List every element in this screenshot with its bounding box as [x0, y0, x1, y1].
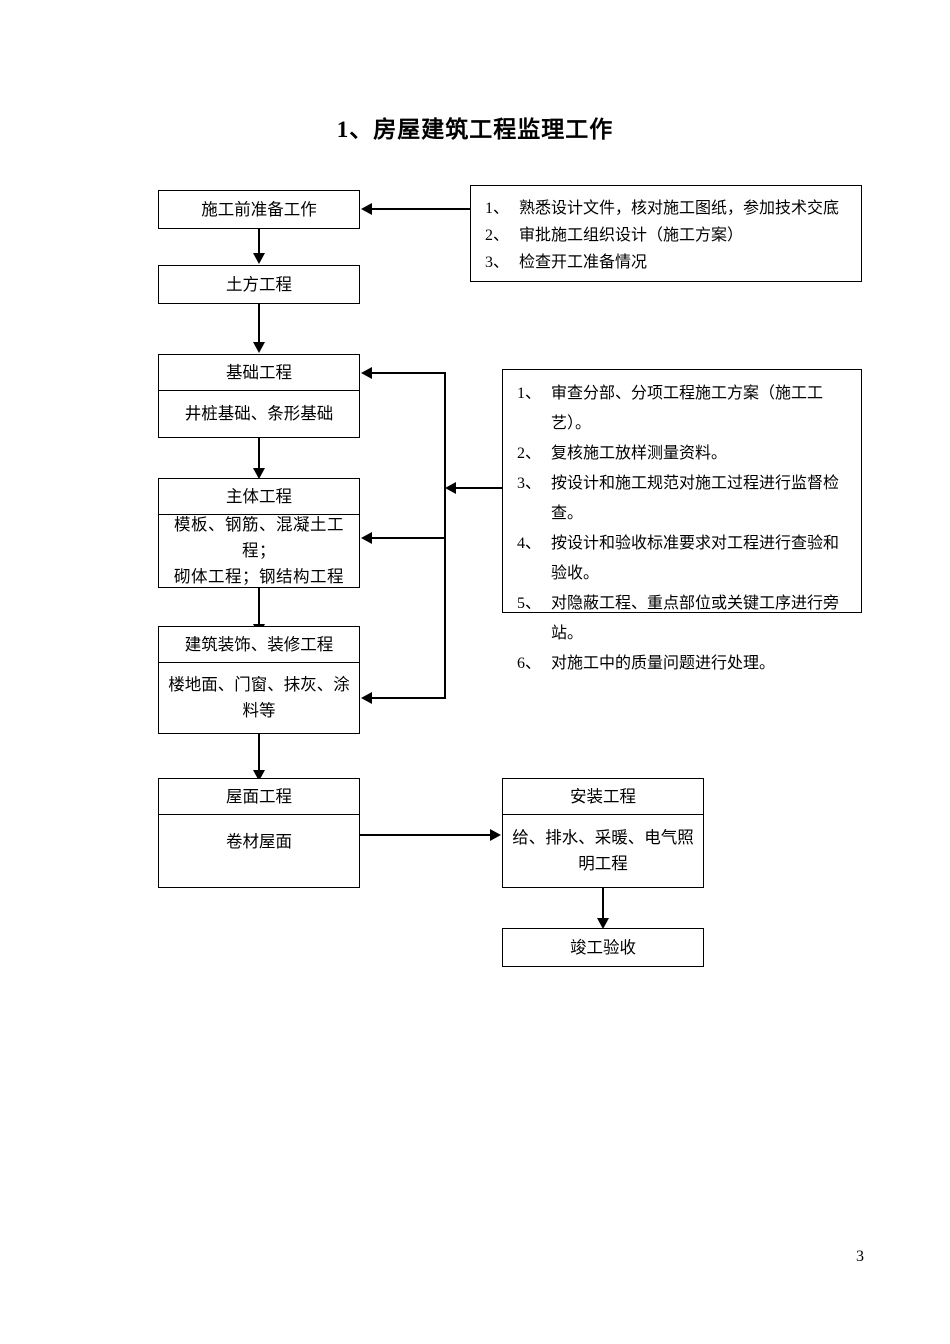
arrowhead-decoration-to-roofing	[253, 770, 265, 781]
arrowhead-foundation-to-main	[253, 468, 265, 479]
flow-box-earthwork-label: 土方工程	[226, 274, 292, 294]
connector-trunk-to-main-structure	[372, 537, 446, 539]
note-item: 1、 审查分部、分项工程施工方案（施工工艺）。	[517, 379, 849, 439]
connector-note-to-preparation	[372, 208, 470, 210]
flow-box-roofing-body: 卷材屋面	[226, 832, 292, 851]
flow-box-installation-head: 安装工程	[503, 779, 703, 815]
connector-earthwork-to-foundation	[258, 304, 260, 344]
flow-box-roofing-head: 屋面工程	[159, 779, 359, 815]
page-number: 3	[856, 1248, 864, 1265]
flow-box-decoration-head: 建筑装饰、装修工程	[159, 627, 359, 663]
flow-box-roofing: 屋面工程 卷材屋面	[158, 778, 360, 888]
note-item-number: 1、	[517, 385, 542, 402]
note-item-text: 按设计和施工规范对施工过程进行监督检查。	[551, 475, 840, 522]
flow-box-preparation: 施工前准备工作	[158, 190, 360, 229]
connector-trunk-to-foundation	[372, 372, 446, 374]
note-item-text: 审批施工组织设计（施工方案）	[519, 227, 744, 244]
note-item-text: 熟悉设计文件，核对施工图纸，参加技术交底	[519, 200, 840, 217]
flow-box-installation-body: 给、排水、采暖、电气照明工程	[512, 828, 694, 873]
note-item: 1、 熟悉设计文件，核对施工图纸，参加技术交底	[485, 195, 849, 222]
note-item: 2、 复核施工放样测量资料。	[517, 439, 849, 469]
flow-box-preparation-label: 施工前准备工作	[201, 199, 317, 219]
note-item-number: 1、	[485, 200, 510, 217]
note-item-text: 对隐蔽工程、重点部位或关键工序进行旁站。	[551, 595, 840, 642]
flow-box-foundation-body: 井桩基础、条形基础	[184, 404, 334, 423]
note-item-number: 6、	[517, 655, 542, 672]
flow-box-earthwork: 土方工程	[158, 265, 360, 304]
connector-roofing-to-installation	[360, 834, 492, 836]
note-item-text: 审查分部、分项工程施工方案（施工工艺）。	[551, 385, 824, 432]
arrowhead-trunk-to-main-structure	[361, 532, 372, 544]
connector-installation-to-acceptance	[602, 888, 604, 920]
note-item: 5、 对隐蔽工程、重点部位或关键工序进行旁站。	[517, 589, 849, 649]
arrowhead-trunk-to-foundation	[361, 367, 372, 379]
arrowhead-trunk-to-decoration	[361, 692, 372, 704]
flow-box-decoration: 建筑装饰、装修工程 楼地面、门窗、抹灰、涂料等	[158, 626, 360, 734]
note-item: 3、 按设计和施工规范对施工过程进行监督检查。	[517, 469, 849, 529]
arrowhead-note-to-preparation	[361, 203, 372, 215]
arrowhead-earthwork-to-foundation	[253, 342, 265, 353]
flow-box-decoration-body: 楼地面、门窗、抹灰、涂料等	[168, 675, 350, 720]
note-item: 3、 检查开工准备情况	[485, 249, 849, 276]
connector-main-to-decoration	[258, 588, 260, 626]
note-item-number: 2、	[485, 227, 510, 244]
connector-decoration-to-roofing	[258, 734, 260, 772]
flow-box-acceptance: 竣工验收	[502, 928, 704, 967]
note-item-number: 4、	[517, 535, 542, 552]
flow-box-acceptance-label: 竣工验收	[570, 937, 636, 957]
arrowhead-roofing-to-installation	[490, 829, 501, 841]
connector-trunk-to-decoration	[372, 697, 446, 699]
connector-prep-to-earthwork	[258, 229, 260, 255]
note-item: 2、 审批施工组织设计（施工方案）	[485, 222, 849, 249]
arrowhead-installation-to-acceptance	[597, 918, 609, 929]
note-item-text: 按设计和验收标准要求对工程进行查验和验收。	[551, 535, 840, 582]
arrowhead-prep-to-earthwork	[253, 253, 265, 264]
note-item: 4、 按设计和验收标准要求对工程进行查验和验收。	[517, 529, 849, 589]
arrowhead-note-supervision-trunk	[445, 482, 456, 494]
flow-box-main-structure-head: 主体工程	[159, 479, 359, 515]
page-title: 1、房屋建筑工程监理工作	[336, 117, 614, 142]
note-item-number: 3、	[517, 475, 542, 492]
note-item-number: 3、	[485, 254, 510, 271]
flow-box-foundation-head: 基础工程	[159, 355, 359, 391]
connector-foundation-to-main	[258, 438, 260, 470]
note-panel-supervision: 1、 审查分部、分项工程施工方案（施工工艺）。 2、 复核施工放样测量资料。 3…	[502, 369, 862, 672]
note-item-number: 2、	[517, 445, 542, 462]
flow-box-main-structure: 主体工程 模板、钢筋、混凝土工程； 砌体工程；钢结构工程	[158, 478, 360, 588]
note-item-text: 检查开工准备情况	[519, 254, 648, 271]
flow-box-main-structure-body: 模板、钢筋、混凝土工程； 砌体工程；钢结构工程	[174, 515, 344, 586]
note-item: 6、 对施工中的质量问题进行处理。	[517, 649, 849, 679]
connector-supervision-trunk	[444, 372, 446, 699]
note-item-text: 对施工中的质量问题进行处理。	[551, 655, 776, 672]
connector-note-supervision-stub	[456, 487, 502, 489]
note-item-number: 5、	[517, 595, 542, 612]
note-panel-preparation: 1、 熟悉设计文件，核对施工图纸，参加技术交底 2、 审批施工组织设计（施工方案…	[470, 185, 862, 282]
flow-box-foundation: 基础工程 井桩基础、条形基础	[158, 354, 360, 438]
flow-box-installation: 安装工程 给、排水、采暖、电气照明工程	[502, 778, 704, 888]
note-item-text: 复核施工放样测量资料。	[551, 445, 728, 462]
